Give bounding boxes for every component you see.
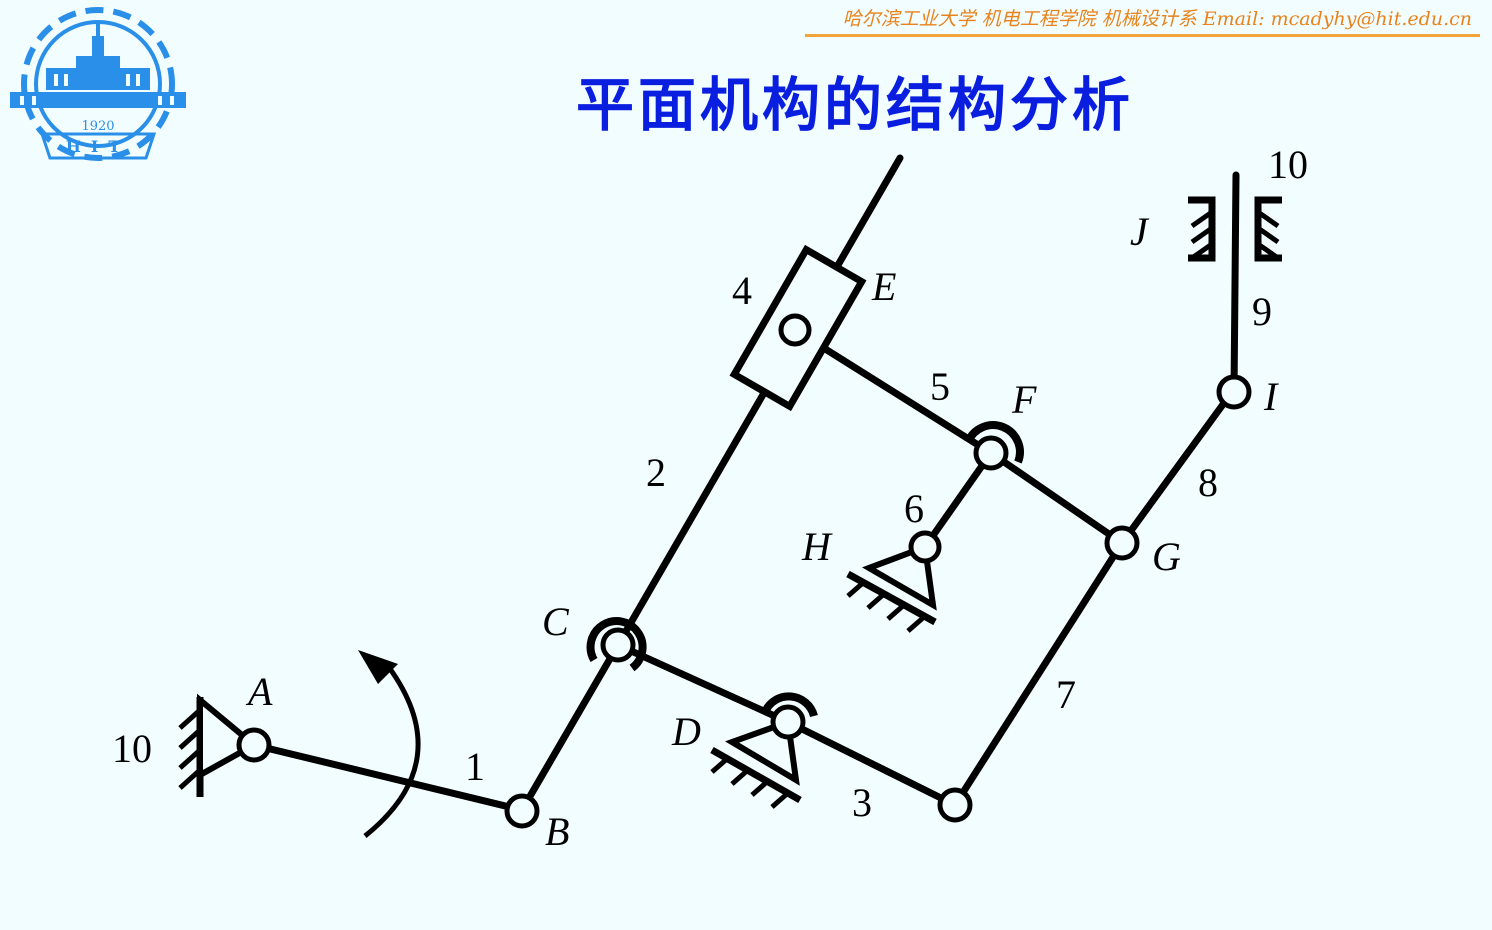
pin-i xyxy=(1216,374,1252,410)
label-joint-e: E xyxy=(871,264,896,309)
label-link-5: 5 xyxy=(930,364,950,409)
label-joint-b: B xyxy=(545,809,569,854)
pin-c xyxy=(600,627,636,663)
logo-year: 1920 xyxy=(81,119,114,134)
pin-h xyxy=(908,530,942,564)
ground-a xyxy=(178,693,260,797)
label-joint-a: A xyxy=(245,669,273,714)
link-7 xyxy=(951,539,1126,809)
link-6 xyxy=(921,449,995,551)
link-5 xyxy=(791,326,1126,547)
label-link-4: 4 xyxy=(732,268,752,313)
pin-f xyxy=(973,435,1009,471)
page-title: 平面机构的结构分析 xyxy=(576,71,1135,139)
pin-g xyxy=(1104,525,1140,561)
double-joint-f xyxy=(964,421,1024,464)
label-joint-j: J xyxy=(1130,209,1150,254)
guide-j xyxy=(1188,196,1282,262)
label-link-9: 9 xyxy=(1252,289,1272,334)
label-link-7: 7 xyxy=(1056,672,1076,717)
link-2 xyxy=(614,154,904,649)
header-rule xyxy=(805,34,1480,37)
label-link-8: 8 xyxy=(1198,460,1218,505)
label-joint-h: H xyxy=(801,524,833,569)
link-8 xyxy=(1118,388,1236,547)
ground-h xyxy=(846,542,937,633)
hit-logo: 1920 HIT xyxy=(6,6,188,170)
label-link-3: 3 xyxy=(852,780,872,825)
label-frame-left: 10 xyxy=(112,726,152,771)
double-joint-c xyxy=(586,617,647,672)
link-9 xyxy=(1230,171,1240,396)
label-joint-d: D xyxy=(671,709,701,754)
link-2-lower xyxy=(518,641,622,814)
label-frame-right: 10 xyxy=(1268,142,1308,187)
label-link-1: 1 xyxy=(465,744,485,789)
pin-d xyxy=(770,704,806,740)
rotation-arrow xyxy=(358,650,421,838)
logo-letters: HIT xyxy=(66,137,131,156)
link-1 xyxy=(250,741,526,814)
label-joint-c: C xyxy=(542,599,570,644)
pin-a xyxy=(236,727,272,763)
pin-b xyxy=(504,793,540,829)
label-link-2: 2 xyxy=(646,450,666,495)
label-joint-f: F xyxy=(1011,377,1037,422)
label-joint-i: I xyxy=(1263,374,1279,419)
pin-3-end xyxy=(937,787,973,823)
header-text: 哈尔滨工业大学 机电工程学院 机械设计系 Email: mcadyhy@hit.… xyxy=(842,8,1472,30)
pin-e xyxy=(778,313,812,347)
label-joint-g: G xyxy=(1152,534,1181,579)
label-link-6: 6 xyxy=(904,486,924,531)
double-joint-d xyxy=(761,692,818,718)
